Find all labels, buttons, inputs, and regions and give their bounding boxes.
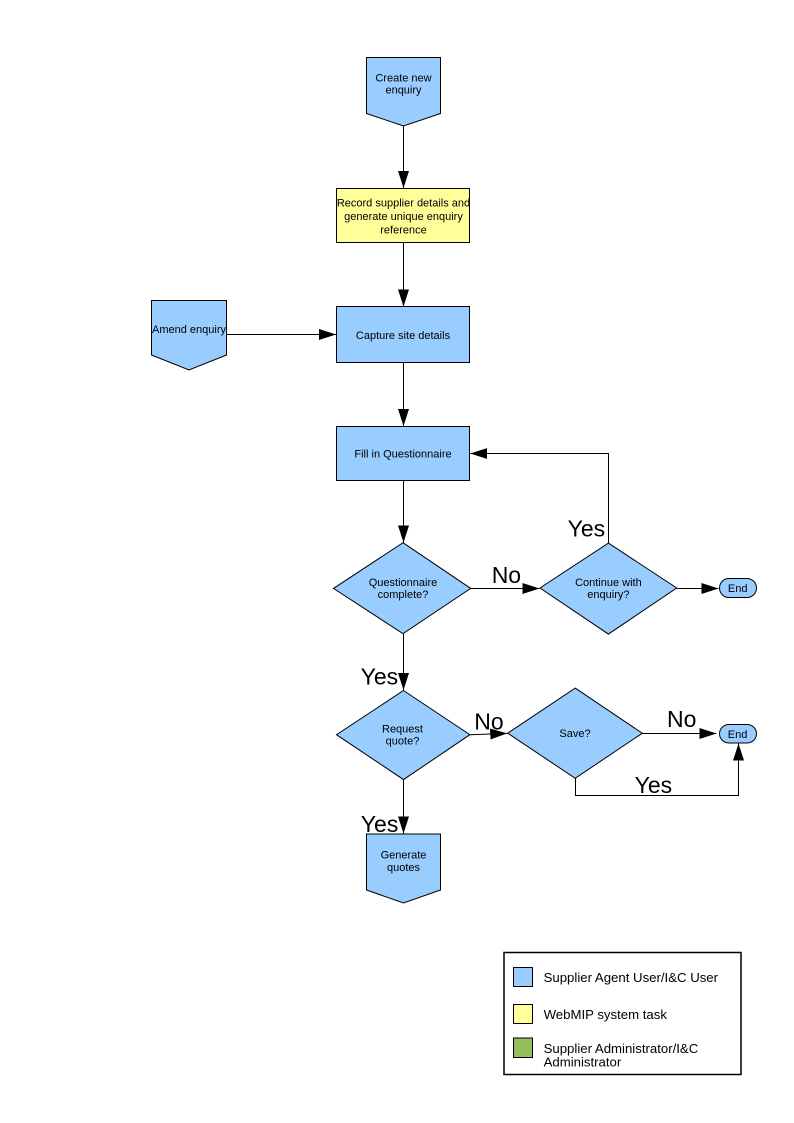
- svg-text:Yes: Yes: [635, 772, 673, 798]
- svg-text:Generate: Generate: [381, 850, 427, 862]
- svg-text:Supplier Administrator/I&C: Supplier Administrator/I&C: [544, 1041, 699, 1056]
- svg-text:Continue with: Continue with: [575, 577, 642, 589]
- svg-text:reference: reference: [380, 224, 426, 236]
- svg-text:Amend enquiry: Amend enquiry: [152, 324, 226, 336]
- svg-text:Capture site details: Capture site details: [356, 330, 451, 342]
- svg-text:complete?: complete?: [378, 589, 429, 601]
- svg-text:No: No: [474, 709, 503, 735]
- svg-text:quote?: quote?: [386, 736, 420, 748]
- svg-text:Create new: Create new: [375, 72, 431, 84]
- svg-text:Request: Request: [382, 724, 423, 736]
- svg-text:quotes: quotes: [387, 862, 421, 874]
- svg-text:No: No: [667, 706, 696, 732]
- svg-text:End: End: [728, 583, 748, 595]
- svg-text:Questionnaire: Questionnaire: [369, 577, 438, 589]
- svg-text:generate unique enquiry: generate unique enquiry: [344, 211, 463, 223]
- svg-text:End: End: [728, 729, 748, 741]
- svg-text:WebMIP system task: WebMIP system task: [544, 1007, 668, 1022]
- svg-text:Supplier Agent User/I&C User: Supplier Agent User/I&C User: [544, 970, 719, 985]
- svg-text:Yes: Yes: [361, 664, 399, 690]
- svg-text:Save?: Save?: [559, 728, 590, 740]
- svg-text:Yes: Yes: [568, 515, 606, 541]
- svg-text:Yes: Yes: [361, 811, 399, 837]
- svg-text:Fill in Questionnaire: Fill in Questionnaire: [354, 449, 451, 461]
- svg-text:enquiry: enquiry: [385, 85, 422, 97]
- svg-text:Administrator: Administrator: [544, 1054, 622, 1069]
- svg-text:enquiry?: enquiry?: [587, 589, 629, 601]
- svg-text:Record supplier details and: Record supplier details and: [337, 198, 470, 210]
- svg-text:No: No: [492, 562, 521, 588]
